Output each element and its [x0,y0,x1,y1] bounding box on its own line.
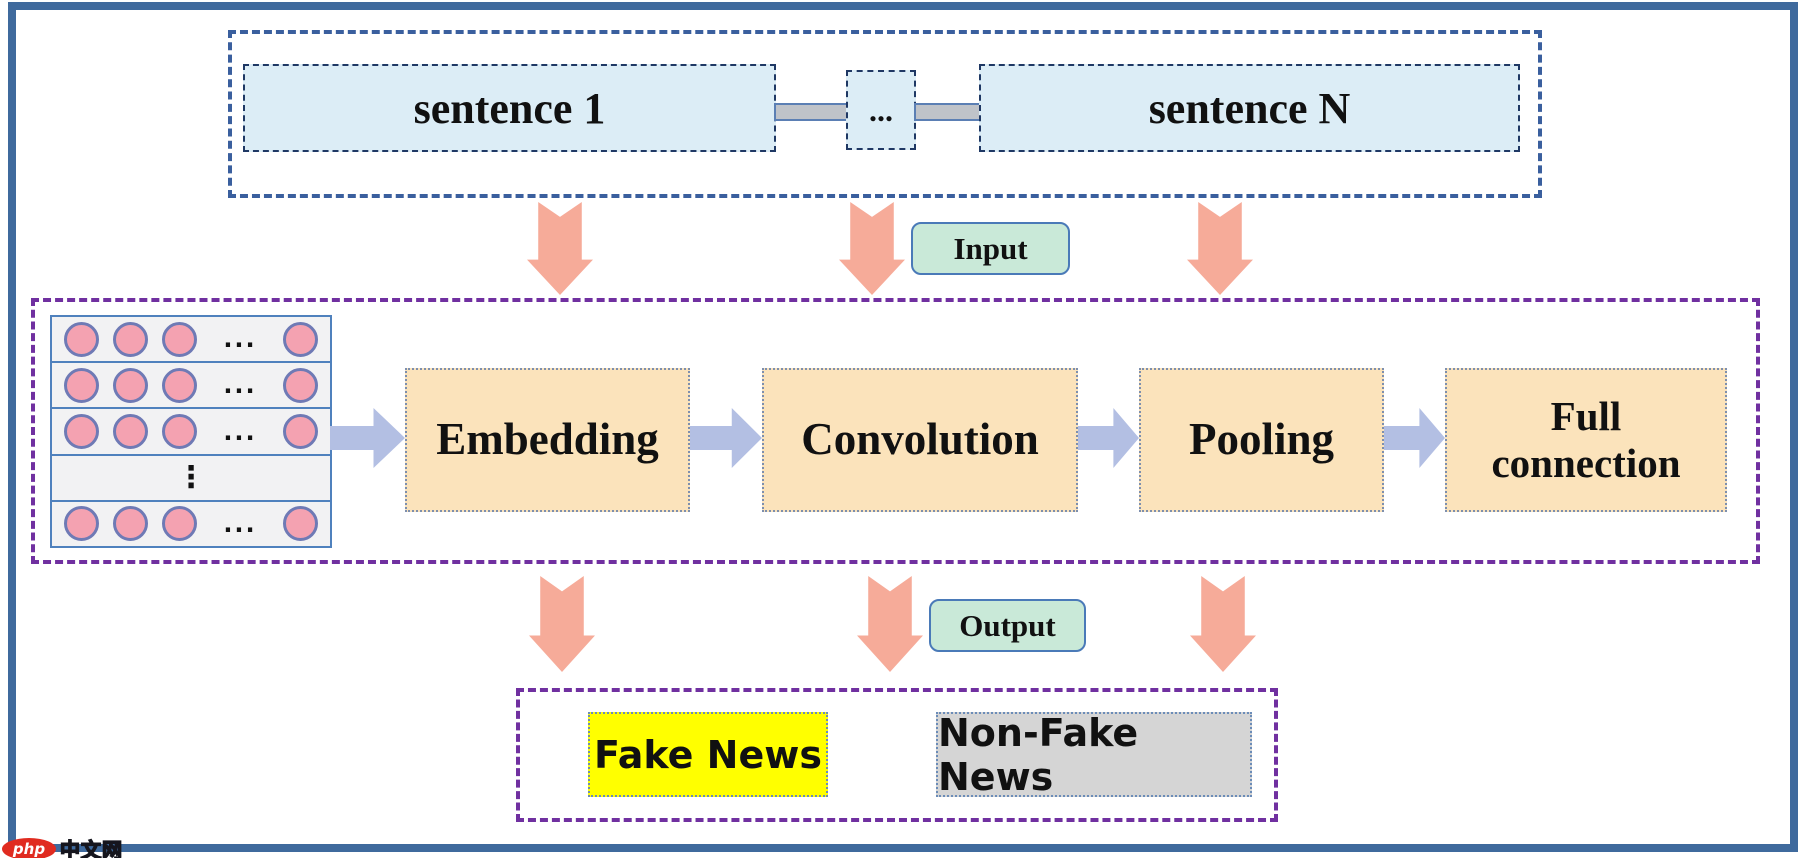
non-fake-news-box: Non-Fake News [936,710,1252,799]
vector-node-icon [162,414,197,449]
matrix-ellipsis-row: ⋮ [52,456,330,502]
matrix-row: ... [52,363,330,410]
vector-node-icon [113,321,148,357]
vector-node-icon [283,414,318,449]
sentences-container [228,30,1542,198]
sentence-n-box: sentence N [979,64,1520,152]
output-stage-label: Output [929,599,1086,652]
non-fake-news-label: Non-Fake News [938,710,1139,799]
fake-news-label: Fake News [594,732,822,777]
results-container [516,688,1278,822]
connector-bar-1 [774,103,848,121]
watermark: php 中文网 [2,834,123,858]
output-label-text: Output [959,607,1056,643]
vector-node-icon [64,414,99,449]
full-connection-label: Full connection [1491,392,1681,486]
vector-node-icon [162,506,197,542]
watermark-site-text: 中文网 [59,837,123,858]
vector-node-icon [113,367,148,403]
sentence-ellipsis-label: ... [869,91,893,128]
convolution-label: Convolution [801,414,1039,465]
vector-node-icon [162,321,197,357]
sentence-ellipsis-box: ... [846,70,916,150]
outer-frame [8,2,1798,852]
full-connection-box: Full connection [1445,368,1727,512]
vector-node-icon [113,414,148,449]
vector-node-icon [283,321,318,357]
vector-node-icon [162,367,197,403]
row-ellipsis: ... [223,417,257,446]
vector-node-icon [64,367,99,403]
row-ellipsis: ... [223,509,257,538]
convolution-box: Convolution [762,368,1078,512]
embedding-box: Embedding [405,368,690,512]
matrix-row: ... [52,317,330,364]
sentence-n-label: sentence N [1148,83,1351,133]
word-vector-matrix: ... ... ... ⋮ ... [50,315,332,548]
input-stage-label: Input [911,222,1070,275]
sentence-1-label: sentence 1 [413,83,606,133]
matrix-row: ... [52,409,330,456]
vector-node-icon [283,506,318,542]
pooling-box: Pooling [1139,368,1384,512]
vector-node-icon [64,321,99,357]
row-ellipsis: ... [223,325,257,354]
vector-node-icon [64,506,99,542]
input-label-text: Input [953,230,1028,266]
vector-node-icon [283,367,318,403]
pooling-label: Pooling [1188,414,1335,465]
matrix-row: ... [52,502,330,546]
embedding-label: Embedding [436,414,659,465]
php-logo-icon: php [2,837,56,858]
connector-bar-2 [914,103,981,121]
cnn-pipeline-container [31,298,1760,564]
sentence-1-box: sentence 1 [243,64,776,152]
fake-news-box: Fake News [588,712,828,797]
vector-node-icon [113,506,148,542]
row-ellipsis: ... [223,371,257,400]
vertical-ellipsis: ⋮ [176,459,206,495]
